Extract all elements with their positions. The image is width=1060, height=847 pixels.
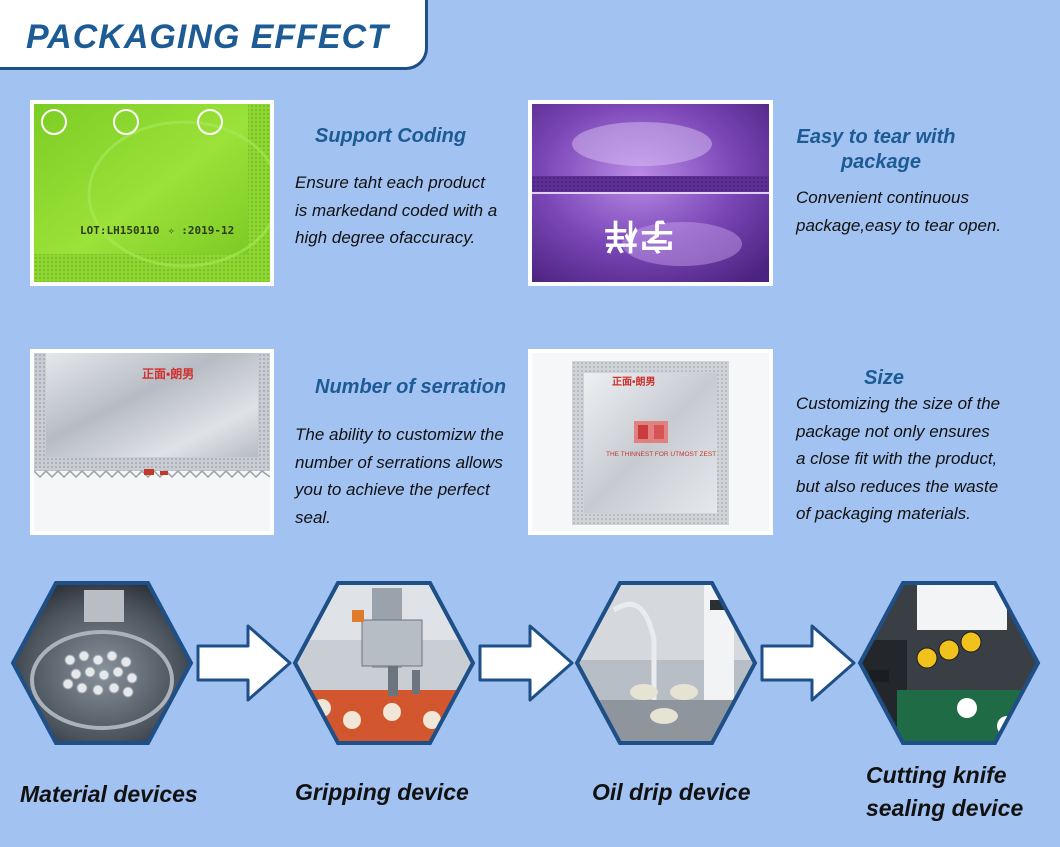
step-label-material: Material devices bbox=[20, 781, 198, 807]
photo-tear: 字样 bbox=[528, 100, 773, 286]
step-label-gripping: Gripping device bbox=[295, 779, 469, 805]
process-step-material bbox=[10, 580, 194, 746]
coding-date-text: ✧ :2019-12 bbox=[168, 224, 235, 237]
header-banner: PACKAGING EFFECT bbox=[0, 0, 428, 70]
tear-mark-text: 字样 bbox=[602, 216, 674, 254]
size-tagline-text: THE THINNEST FOR UTMOST ZEST bbox=[606, 451, 717, 458]
size-brand-text: 正面•朗男 bbox=[612, 377, 656, 388]
photo-size: 正面•朗男 THE THINNEST FOR UTMOST ZEST bbox=[528, 349, 773, 535]
feature-title-coding: Support Coding bbox=[315, 125, 467, 147]
arrow-right-icon bbox=[760, 624, 856, 702]
photo-serration: 正面•朗男 bbox=[30, 349, 274, 535]
page-title: PACKAGING EFFECT bbox=[26, 18, 389, 56]
feature-desc-tear: Convenient continuous package,easy to te… bbox=[796, 188, 1002, 235]
feature-desc-size: Customizing the size of the package not … bbox=[796, 394, 1001, 523]
feature-title-serration: Number of serration bbox=[315, 376, 507, 398]
feature-desc-coding: Ensure taht each product is markedand co… bbox=[295, 173, 498, 247]
process-step-gripping bbox=[292, 580, 476, 746]
process-step-cutting bbox=[857, 580, 1041, 746]
arrow-right-icon bbox=[478, 624, 574, 702]
feature-title-size: Size bbox=[864, 367, 905, 389]
arrow-right-icon bbox=[196, 624, 292, 702]
coding-lot-text: LOT:LH150110 bbox=[80, 224, 160, 237]
serration-brand-text: 正面•朗男 bbox=[142, 367, 195, 381]
feature-desc-serration: The ability to customizw the number of s… bbox=[295, 425, 504, 527]
step-label-oil-drip: Oil drip device bbox=[592, 779, 751, 805]
feature-title-tear: Easy to tear with package bbox=[796, 126, 956, 173]
photo-coding: LOT:LH150110 ✧ :2019-12 bbox=[30, 100, 274, 286]
step-label-cutting: Cutting knife sealing device bbox=[866, 762, 1024, 821]
process-step-oil-drip bbox=[574, 580, 758, 746]
